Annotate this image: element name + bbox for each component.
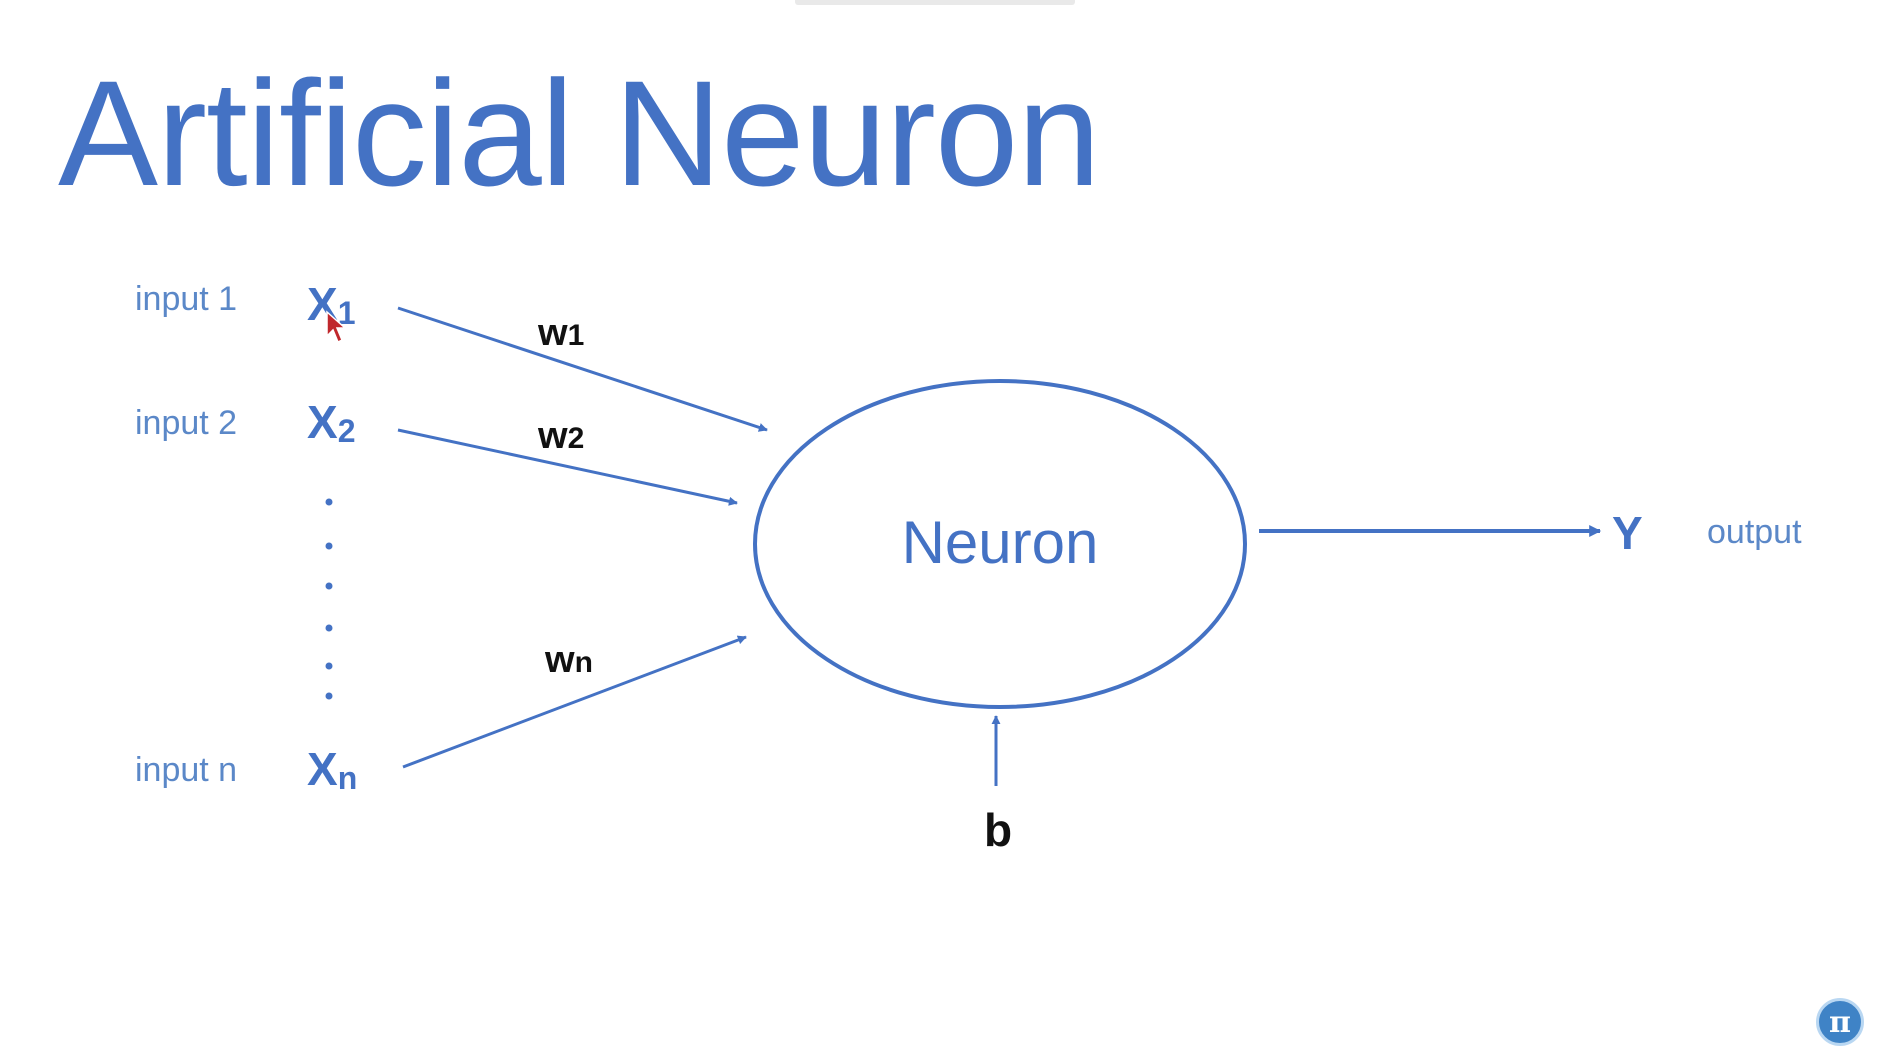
input-n-symbol: Xn [307, 743, 357, 796]
input-n-subscript: n [338, 760, 358, 796]
output-symbol: Y [1612, 507, 1643, 559]
weight-n-label: wn [544, 639, 593, 681]
weight-1-subscript: 1 [568, 319, 585, 352]
mouse-pointer-icon [326, 310, 347, 344]
neuron-node [753, 379, 1247, 709]
vertical-ellipsis [325, 498, 333, 700]
ellipsis-dot [325, 542, 333, 550]
ellipsis-dot [325, 498, 333, 506]
weight-n-subscript: n [575, 646, 593, 679]
input-2-subscript: 2 [338, 413, 356, 449]
ellipsis-dot [325, 692, 333, 700]
pi-logo-icon[interactable]: π [1816, 998, 1864, 1046]
input-n-arrow [402, 635, 747, 769]
input-n-label: input n [135, 751, 237, 789]
window-top-handle [795, 0, 1075, 5]
input-1-label: input 1 [135, 280, 237, 318]
weight-2-label: w2 [537, 415, 584, 457]
input-2-symbol-x: X [307, 396, 338, 448]
weight-2-subscript: 2 [568, 422, 585, 455]
weight-2-w: w [537, 415, 568, 457]
input-1-arrow [397, 306, 768, 432]
ellipsis-dot [325, 662, 333, 670]
ellipsis-dot [325, 624, 333, 632]
weight-n-w: w [544, 639, 575, 681]
weight-1-w: w [537, 312, 568, 354]
input-2-symbol: X2 [307, 396, 355, 449]
bias-label: b [984, 804, 1012, 856]
weight-1-label: w1 [537, 312, 584, 354]
neuron-label: Neuron [902, 509, 1099, 576]
output-label: output [1707, 513, 1802, 551]
input-2-arrow [397, 428, 738, 506]
slide-title: Artificial Neuron [58, 49, 1101, 217]
ellipsis-dot [325, 582, 333, 590]
input-n-symbol-x: X [307, 743, 338, 795]
input-2-label: input 2 [135, 404, 237, 442]
input-1-subscript: 1 [338, 295, 356, 331]
